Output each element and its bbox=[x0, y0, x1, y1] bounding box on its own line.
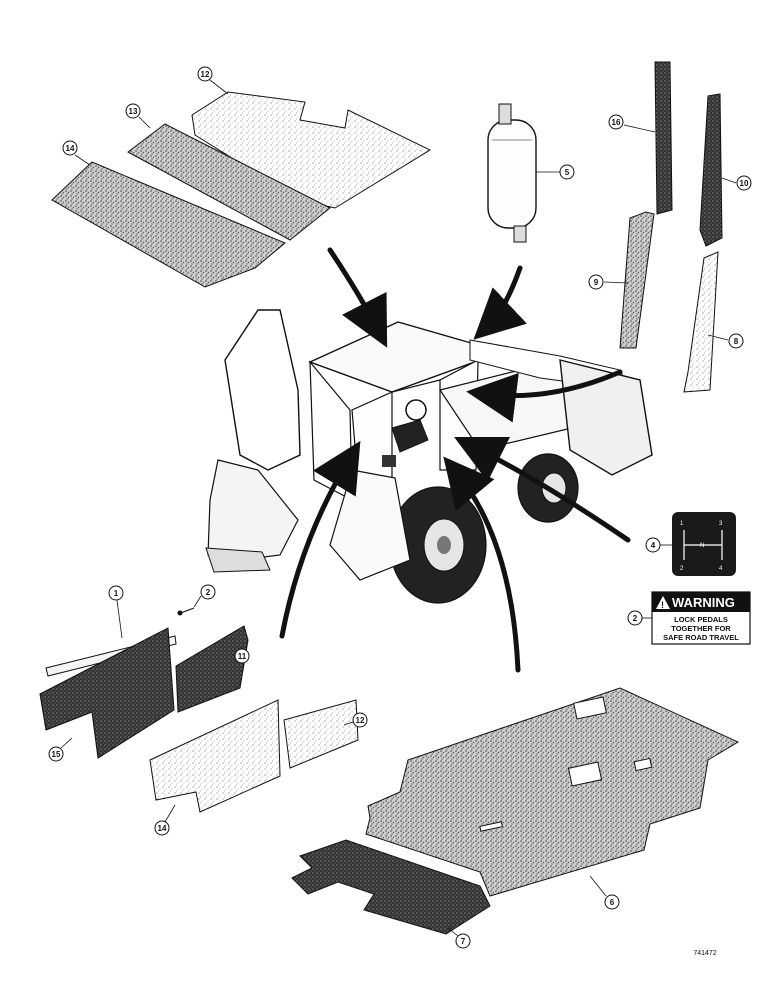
callout-6: 6 bbox=[604, 894, 620, 910]
svg-text:6: 6 bbox=[610, 898, 615, 907]
svg-text:9: 9 bbox=[594, 278, 599, 287]
callout-2: 2 bbox=[200, 584, 216, 600]
side-panel-14 bbox=[149, 699, 281, 813]
callout-11: 16 bbox=[608, 114, 624, 130]
svg-text:14: 14 bbox=[158, 824, 167, 833]
screw-2 bbox=[177, 607, 195, 616]
warning-line-3: SAFE ROAD TRAVEL bbox=[663, 633, 739, 642]
callout-2-warning: 2 bbox=[627, 610, 643, 626]
floor-mat-6 bbox=[365, 687, 740, 897]
warning-line-1: LOCK PEDALS bbox=[674, 615, 728, 624]
side-panel-15 bbox=[39, 627, 175, 759]
svg-text:12: 12 bbox=[201, 70, 210, 79]
svg-text:10: 10 bbox=[740, 179, 749, 188]
roof-pad-18 bbox=[51, 161, 286, 288]
callout-15: 17 15 bbox=[48, 746, 64, 762]
callout-14: 14 bbox=[154, 820, 170, 836]
warning-line-2: TOGETHER FOR bbox=[671, 624, 731, 633]
svg-text:15: 15 bbox=[52, 750, 61, 759]
svg-text:2: 2 bbox=[206, 588, 211, 597]
callout-9: 9 bbox=[588, 274, 604, 290]
callout-leaders bbox=[60, 79, 737, 937]
callout-7: 7 bbox=[455, 933, 471, 949]
callout-10: 10 bbox=[736, 175, 752, 191]
svg-text:4: 4 bbox=[651, 541, 656, 550]
svg-text:!: ! bbox=[661, 600, 664, 610]
seal-strip-8 bbox=[683, 251, 719, 393]
seal-strip-10 bbox=[699, 93, 723, 247]
figure-number: 741472 bbox=[693, 950, 716, 957]
callout-8: 8 bbox=[728, 333, 744, 349]
shift-position-n: N bbox=[700, 543, 704, 549]
shift-position-2: 2 bbox=[680, 566, 684, 572]
svg-text:11: 11 bbox=[238, 652, 247, 661]
loader-backhoe-illustration bbox=[205, 309, 653, 604]
svg-text:12: 12 bbox=[356, 716, 365, 725]
roof-pad-17 bbox=[127, 123, 331, 241]
svg-text:2: 2 bbox=[633, 614, 638, 623]
side-panel-12 bbox=[283, 699, 359, 769]
muffler bbox=[487, 103, 537, 243]
floor-mat-7 bbox=[291, 839, 491, 935]
pointer-arrows bbox=[279, 247, 631, 673]
svg-text:13: 13 bbox=[129, 107, 138, 116]
seal-strip-9 bbox=[619, 211, 655, 349]
warning-title: WARNING bbox=[672, 595, 735, 610]
callout-5: 5 bbox=[559, 164, 575, 180]
callout-12: 15 12 bbox=[352, 712, 368, 728]
callout-18: 14 bbox=[62, 140, 78, 156]
side-panel-13 bbox=[175, 625, 249, 713]
callout-13: 18 11 bbox=[234, 648, 250, 664]
shift-pattern-decal: 1 3 N 2 4 bbox=[672, 512, 736, 576]
shift-position-4: 4 bbox=[719, 566, 723, 572]
warning-decal: ! WARNING LOCK PEDALS TOGETHER FOR SAFE … bbox=[651, 591, 751, 645]
svg-text:1: 1 bbox=[114, 589, 119, 598]
callout-4: 4 bbox=[645, 537, 661, 553]
shift-position-3: 3 bbox=[719, 521, 723, 527]
shift-position-1: 1 bbox=[680, 521, 684, 527]
callout-17: 13 bbox=[125, 103, 141, 119]
callout-16: 12 bbox=[197, 66, 213, 82]
svg-text:14: 14 bbox=[66, 144, 75, 153]
svg-text:8: 8 bbox=[734, 337, 739, 346]
svg-text:5: 5 bbox=[565, 168, 570, 177]
seal-strip-11 bbox=[654, 61, 673, 215]
svg-text:7: 7 bbox=[461, 937, 466, 946]
callout-1: 1 bbox=[108, 585, 124, 601]
svg-text:16: 16 bbox=[612, 118, 621, 127]
